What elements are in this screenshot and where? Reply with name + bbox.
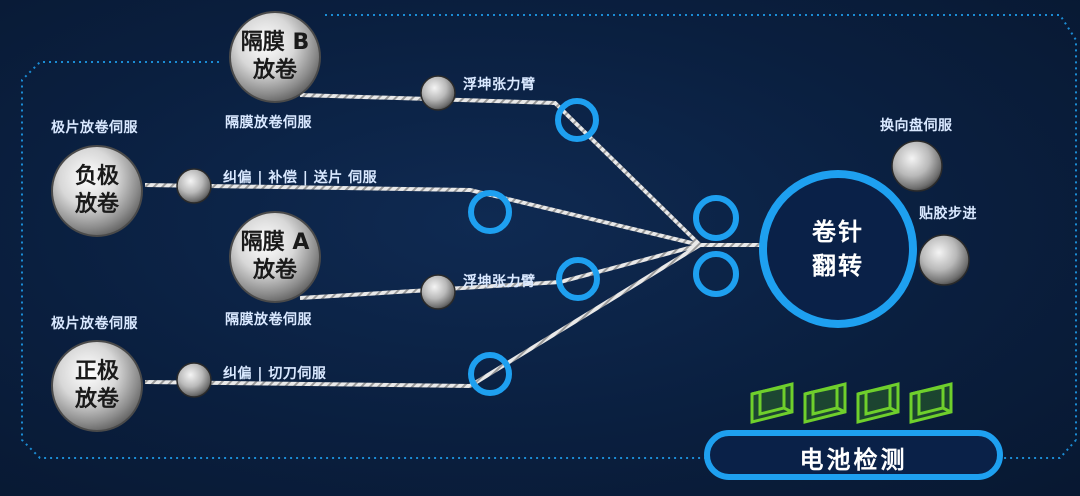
servo-knobs — [176, 75, 970, 398]
label-tape-step: 贴胶步进 — [919, 206, 977, 222]
roll-separator-a-label: 隔膜 A 放卷 — [230, 229, 320, 285]
roll-anode-line2: 放卷 — [74, 192, 119, 217]
web-anode — [144, 183, 701, 247]
label-dancer-top: 浮坤张力臂 — [463, 77, 536, 93]
roll-separator-b-line2: 放卷 — [252, 58, 297, 83]
roll-cathode-label: 正极 放卷 — [52, 358, 142, 414]
guide-roller-merge-top — [693, 195, 739, 241]
roll-cathode — [51, 340, 143, 432]
battery-cell-1 — [750, 382, 794, 424]
roll-separator-b-label: 隔膜 B 放卷 — [230, 29, 320, 85]
label-sep-a-servo: 隔膜放卷伺服 — [225, 312, 312, 328]
detection-label: 电池检测 — [799, 446, 908, 474]
label-cathode-servo: 极片放卷伺服 — [51, 316, 138, 332]
guide-roller-anode — [468, 190, 512, 234]
guide-roller-cathode — [468, 352, 512, 396]
material-webs — [144, 93, 780, 389]
battery-cell-4 — [909, 382, 953, 424]
web-cathode — [144, 243, 702, 389]
label-dancer-bottom: 浮坤张力臂 — [463, 274, 536, 290]
label-anode-path: 纠偏 | 补偿 | 送片 伺服 — [223, 170, 378, 186]
roll-separator-a-line2: 放卷 — [252, 258, 297, 283]
detection-box — [704, 430, 1003, 480]
winding-line2: 翻转 — [812, 252, 864, 280]
roll-separator-b-line1: 隔膜 B — [240, 30, 310, 55]
knob-anode-path — [176, 168, 212, 204]
label-sep-b-servo: 隔膜放卷伺服 — [225, 115, 312, 131]
web-separator-b — [299, 93, 702, 247]
roll-anode — [51, 145, 143, 237]
guide-roller-merge-bottom — [693, 251, 739, 297]
roll-cathode-line1: 正极 — [74, 359, 119, 384]
roll-anode-line1: 负极 — [74, 164, 119, 189]
frame-border — [21, 14, 1077, 459]
label-anode-servo: 极片放卷伺服 — [51, 120, 138, 136]
winding-line1: 卷针 — [812, 218, 864, 246]
battery-cells — [750, 382, 953, 424]
battery-cell-2 — [803, 382, 847, 424]
knob-tape-step — [918, 234, 970, 286]
guide-rollers — [468, 98, 739, 396]
battery-cell-3 — [856, 382, 900, 424]
knob-dancer-top — [420, 75, 456, 111]
winding-mandrel-label: 卷针 翻转 — [788, 215, 888, 283]
roll-separator-b — [229, 11, 321, 103]
label-cathode-path: 纠偏 | 切刀伺服 — [223, 366, 327, 382]
roll-cathode-line2: 放卷 — [74, 387, 119, 412]
roll-separator-a-line1: 隔膜 A — [240, 230, 310, 255]
knob-cathode-path — [176, 362, 212, 398]
unwind-rolls — [51, 11, 321, 432]
label-turntable-servo: 换向盘伺服 — [880, 118, 953, 134]
winding-mandrel — [759, 170, 917, 328]
knob-turntable — [891, 140, 943, 192]
roll-anode-label: 负极 放卷 — [52, 163, 142, 219]
guide-roller-sep-a — [556, 257, 600, 301]
guide-roller-sep-b — [555, 98, 599, 142]
roll-separator-a — [229, 211, 321, 303]
knob-dancer-bottom — [420, 274, 456, 310]
